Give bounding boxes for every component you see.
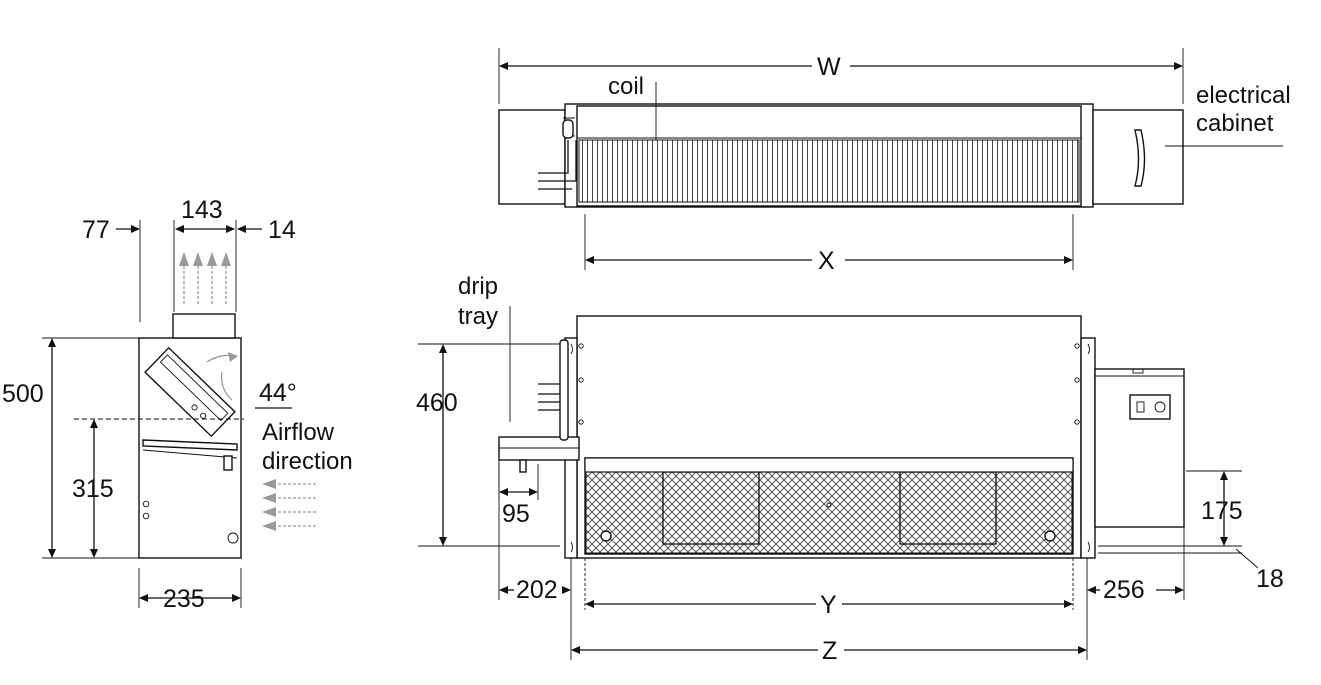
cabinet-label-line1: electrical (1196, 82, 1291, 109)
dim-w: W (817, 53, 841, 81)
dim-256: 256 (1103, 576, 1145, 604)
dim-77: 77 (82, 216, 110, 244)
dim-z: Z (822, 637, 837, 665)
front-filter-mesh (585, 471, 1073, 554)
airflow-label-line1: Airflow (262, 419, 335, 446)
top-coil-fins (578, 139, 1080, 203)
dim-18: 18 (1256, 565, 1284, 593)
dim-x: X (818, 247, 835, 275)
front-drip-tray (498, 436, 580, 461)
inlet-airflow-arrows (262, 479, 316, 531)
dim-500: 500 (2, 380, 44, 408)
dim-315: 315 (72, 475, 114, 503)
side-outlet-collar (172, 313, 236, 339)
dim-y: Y (820, 591, 837, 619)
front-view: drip tray 460 95 175 18 (416, 273, 1284, 665)
dim-143: 143 (181, 196, 223, 224)
dim-202: 202 (516, 576, 558, 604)
dim-460: 460 (416, 389, 458, 417)
drip-tray-label-line2: tray (458, 303, 498, 330)
top-pipe-box (498, 109, 566, 205)
dim-235: 235 (163, 585, 205, 613)
dim-175: 175 (1201, 497, 1243, 525)
side-view: 77 143 14 44 (2, 196, 353, 613)
outlet-airflow-arrows (179, 252, 231, 304)
dim-14: 14 (268, 216, 296, 244)
dim-95: 95 (502, 500, 530, 528)
side-coil (144, 346, 236, 438)
cabinet-label-line2: cabinet (1196, 110, 1274, 137)
top-view: W electrical cabinet coil X (498, 48, 1291, 275)
front-electrical-cabinet (1094, 368, 1185, 528)
drip-tray-label-line1: drip (458, 273, 498, 300)
side-drip-tray (142, 439, 238, 451)
airflow-label-line2: direction (262, 448, 353, 475)
dim-44-deg: 44° (259, 379, 297, 407)
coil-label: coil (608, 73, 644, 100)
